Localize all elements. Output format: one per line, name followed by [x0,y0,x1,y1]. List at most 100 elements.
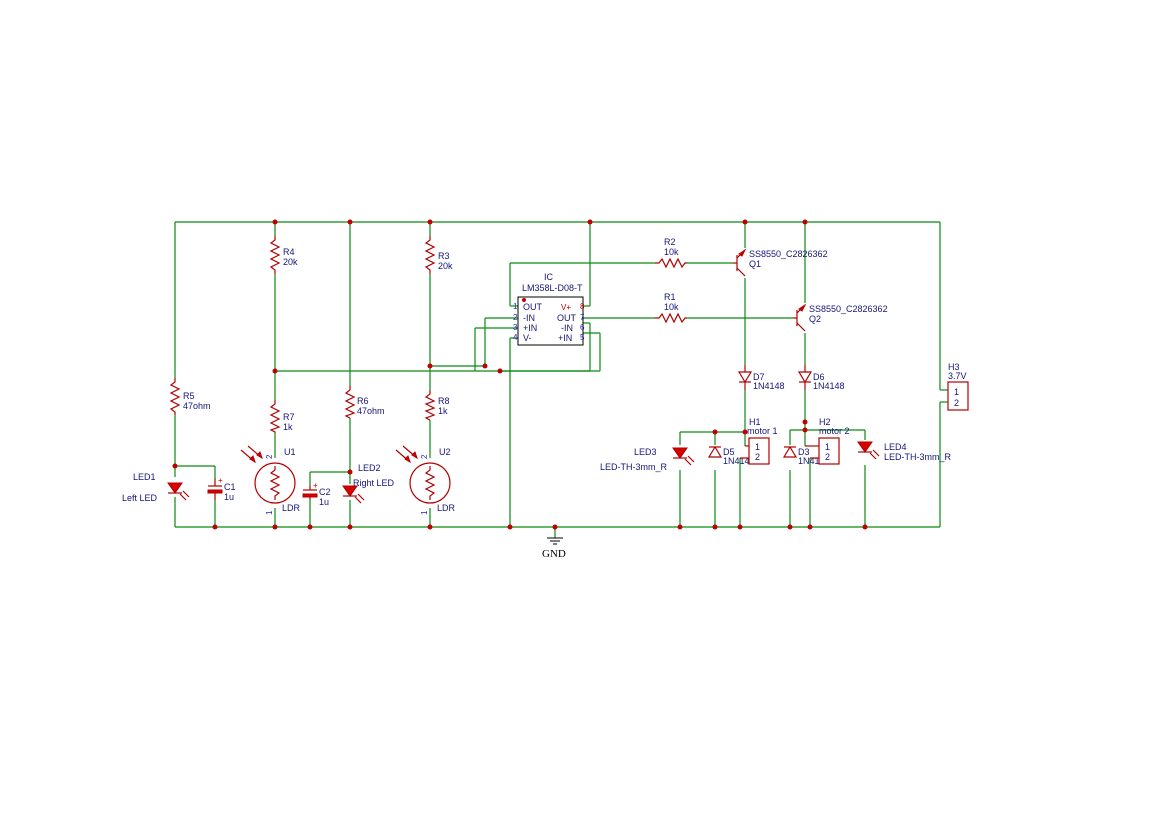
d3-value: 1N4148 [798,456,830,466]
transistor-q1[interactable]: SS8550_C2826362 Q1 [733,248,828,277]
led-led1[interactable]: LED1 Left LED [122,472,190,503]
header-h2[interactable]: 1 2 H2 motor 2 [805,417,850,465]
resistor-r5[interactable]: R5 47ohm [169,378,211,415]
r7-value: 1k [283,422,293,432]
diode-d7[interactable]: D7 1N4148 [737,365,785,391]
r4-ref: R4 [283,247,295,257]
svg-text:+: + [313,481,318,490]
ic-pin3-name: +IN [523,323,537,333]
led4-ref: LED4 [884,442,907,452]
led-led3[interactable]: LED3 LED-TH-3mm_R [600,447,695,472]
d3-ref: D3 [798,447,810,457]
r4-value: 20k [283,257,298,267]
r3-ref: R3 [438,251,450,261]
ic-pin6-num: 6 [580,323,585,332]
u2-pin1: 1 [420,510,429,515]
led3-ref: LED3 [634,447,657,457]
h2-pin1: 1 [825,442,830,452]
ic-lm358[interactable]: IC LM358L-D08-T 1 OUT 2 -IN 3 +IN 4 V- 8… [513,272,585,346]
q1-ref: Q1 [749,259,761,269]
resistor-r2[interactable]: R2 10k [655,237,687,269]
d6-value: 1N4148 [813,381,845,391]
led2-value: Right LED [353,478,395,488]
q1-value: SS8550_C2826362 [749,249,828,259]
h3-value: 3.7V [948,371,967,381]
ic-pin8-name: V+ [561,303,571,312]
q2-ref: Q2 [809,314,821,324]
ldr-u2[interactable]: 2 1 U2 LDR [395,445,456,515]
u1-ref: U1 [284,447,296,457]
r6-ref: R6 [357,396,369,406]
c2-ref: C2 [319,487,331,497]
u2-value: LDR [437,503,456,513]
ic-ref: IC [544,272,554,282]
h2-pin2: 2 [825,452,830,462]
ic-pin1-num: 1 [513,302,518,311]
diode-d5[interactable]: D5 1N4148 [707,445,755,466]
q2-value: SS8550_C2826362 [809,304,888,314]
r6-value: 47ohm [357,406,385,416]
ic-pin5-name: +IN [558,333,572,343]
ic-pin4-name: V- [523,333,532,343]
diode-d3[interactable]: D3 1N4148 [782,445,830,466]
led-led4[interactable]: LED4 LED-TH-3mm_R [857,441,952,462]
resistor-r6[interactable]: R6 47ohm [344,386,385,419]
h3-pin2: 2 [954,398,959,408]
led4-value: LED-TH-3mm_R [884,452,952,462]
d7-ref: D7 [753,372,765,382]
led2-ref: LED2 [358,463,381,473]
d6-ref: D6 [813,372,825,382]
r8-ref: R8 [438,396,450,406]
resistor-r3[interactable]: R3 20k [424,236,453,274]
d5-value: 1N4148 [723,456,755,466]
u2-ref: U2 [439,447,451,457]
resistor-r8[interactable]: R8 1k [424,390,450,421]
svg-text:+: + [218,476,223,485]
header-h3[interactable]: 1 2 H3 3.7V [947,362,969,411]
ic-pin3-num: 3 [513,323,518,332]
led1-ref: LED1 [133,472,156,482]
h1-pin1: 1 [755,442,760,452]
led-led2[interactable]: LED2 Right LED [342,463,395,504]
c1-value: 1u [224,492,234,502]
u1-pin2: 2 [265,454,274,459]
h3-pin1: 1 [954,387,959,397]
gnd-symbol: GND [542,537,566,560]
ic-pin5-num: 5 [580,333,585,342]
r2-value: 10k [664,247,679,257]
resistor-r7[interactable]: R7 1k [269,400,295,433]
u2-pin2: 2 [420,454,429,459]
header-h1[interactable]: 1 2 H1 motor 1 [740,417,778,465]
ic-value: LM358L-D08-T [522,283,583,293]
junctions [172,219,868,530]
h2-ref: H2 [819,417,831,427]
led1-value: Left LED [122,493,158,503]
transistor-q2[interactable]: SS8550_C2826362 Q2 [793,303,888,332]
ic-pin4-num: 4 [513,333,518,342]
r5-value: 47ohm [183,401,211,411]
diode-d6[interactable]: D6 1N4148 [797,365,845,391]
c1-ref: C1 [224,482,236,492]
ldr-u1[interactable]: 2 1 U1 LDR [240,445,301,515]
h1-value: motor 1 [747,426,778,436]
r1-value: 10k [664,302,679,312]
r1-ref: R1 [664,292,676,302]
ic-pin6-name: -IN [561,323,573,333]
resistor-r4[interactable]: R4 20k [269,236,298,274]
resistor-r1[interactable]: R1 10k [655,292,687,324]
c2-value: 1u [319,497,329,507]
ic-pin7-name: OUT [557,313,577,323]
capacitor-c2[interactable]: + C2 1u [302,481,331,507]
u1-pin1: 1 [265,510,274,515]
d5-ref: D5 [723,447,735,457]
ic-pin2-name: -IN [523,313,535,323]
led3-value: LED-TH-3mm_R [600,462,668,472]
gnd-label: GND [542,548,566,560]
ic-pin2-num: 2 [513,313,518,322]
h2-value: motor 2 [819,426,850,436]
capacitor-c1[interactable]: + C1 1u [207,476,236,502]
r5-ref: R5 [183,391,195,401]
ic-pin7-num: 7 [580,313,585,322]
h1-pin2: 2 [755,452,760,462]
